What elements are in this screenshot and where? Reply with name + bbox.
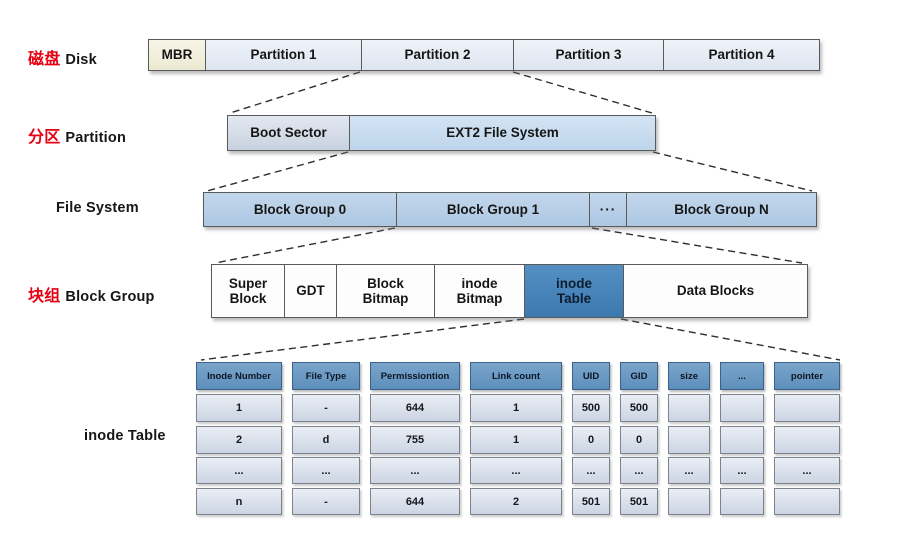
disk-bar: MBR Partition 1 Partition 2 Partition 3 …: [148, 39, 820, 71]
connector-line-disk-to-partition-right: [512, 71, 653, 114]
inode-table-row: n - 644 2 501 501: [196, 488, 840, 515]
inode-table-cell: [668, 488, 710, 515]
partition-bar: Boot Sector EXT2 File System: [227, 115, 656, 151]
inode-table-row: 2 d 755 1 0 0: [196, 426, 840, 454]
inode-table-cell: ...: [370, 457, 460, 484]
inode-table-cell: [774, 394, 840, 422]
partition-label-chinese: 分区: [28, 129, 61, 146]
inode-table-cell: ...: [668, 457, 710, 484]
inode-table-cell: 644: [370, 394, 460, 422]
connector-line-partition-to-fs-left: [206, 151, 349, 192]
disk-cell-partition4: Partition 4: [663, 40, 819, 70]
inode-table-cell: ...: [572, 457, 610, 484]
inode-table-header: File Type: [292, 362, 360, 390]
inode-table-cell: 501: [620, 488, 658, 515]
inode-table-cell: [668, 394, 710, 422]
inode-table-cell: 500: [572, 394, 610, 422]
inode-table-cell: d: [292, 426, 360, 454]
connector-line-disk-to-partition-left: [229, 71, 361, 114]
inode-table-header: Permissiontion: [370, 362, 460, 390]
inode-table-header: ...: [720, 362, 764, 390]
inode-table-cell: 2: [470, 488, 562, 515]
fs-cell-ellipsis: ···: [589, 193, 626, 226]
inode-table-cell: 644: [370, 488, 460, 515]
disk-cell-partition1: Partition 1: [205, 40, 361, 70]
inode-table-cell: 1: [196, 394, 282, 422]
inode-table-cell: ...: [720, 457, 764, 484]
inode-table-cell: ...: [292, 457, 360, 484]
partition-label-english: Partition: [65, 130, 127, 146]
inode-table-header: Inode Number: [196, 362, 282, 390]
file-system-row-label: File System: [56, 200, 139, 216]
inode-table-row: ... ... ... ... ... ... ... ... ...: [196, 457, 840, 484]
inode-table-cell: ...: [470, 457, 562, 484]
bg-cell-super-block: Super Block: [212, 265, 284, 317]
inode-table-cell: [720, 394, 764, 422]
disk-cell-mbr: MBR: [149, 40, 205, 70]
inode-table-cell: -: [292, 488, 360, 515]
inode-table-cell: 501: [572, 488, 610, 515]
inode-table-cell: ...: [774, 457, 840, 484]
connector-line-partition-to-fs-right: [652, 151, 813, 192]
inode-table-cell: [774, 488, 840, 515]
fs-cell-block-group-1: Block Group 1: [396, 193, 589, 226]
block-group-label-english: Block Group: [65, 289, 155, 305]
bg-cell-block-bitmap: Block Bitmap: [336, 265, 434, 317]
disk-cell-partition2: Partition 2: [361, 40, 513, 70]
connector-line-fs-to-blockgroup-right: [591, 227, 803, 264]
fs-cell-block-group-n: Block Group N: [626, 193, 816, 226]
disk-label-chinese: 磁盘: [28, 51, 61, 68]
inode-table-row-label: inode Table: [84, 428, 166, 444]
inode-table-cell: [720, 488, 764, 515]
inode-table-cell: ...: [196, 457, 282, 484]
inode-table-cell: 1: [470, 394, 562, 422]
inode-table-cell: 0: [620, 426, 658, 454]
bg-cell-data-blocks: Data Blocks: [623, 265, 807, 317]
inode-table-header: UID: [572, 362, 610, 390]
fs-cell-block-group-0: Block Group 0: [204, 193, 396, 226]
inode-table-cell: 755: [370, 426, 460, 454]
partition-cell-ext2: EXT2 File System: [349, 116, 655, 150]
inode-table-cell: 2: [196, 426, 282, 454]
block-group-bar: Super Block GDT Block Bitmap inode Bitma…: [211, 264, 808, 318]
connector-line-blockgroup-to-table-right: [620, 318, 841, 361]
partition-cell-boot-sector: Boot Sector: [228, 116, 349, 150]
disk-cell-partition3: Partition 3: [513, 40, 663, 70]
inode-table-header: GID: [620, 362, 658, 390]
bg-cell-gdt: GDT: [284, 265, 336, 317]
inode-table-cell: [668, 426, 710, 454]
file-system-bar: Block Group 0 Block Group 1 ··· Block Gr…: [203, 192, 817, 227]
inode-table-header: Link count: [470, 362, 562, 390]
inode-table-cell: n: [196, 488, 282, 515]
inode-table-header: size: [668, 362, 710, 390]
connector-line-fs-to-blockgroup-left: [214, 227, 396, 264]
inode-table-header-row: Inode Number File Type Permissiontion Li…: [196, 362, 840, 390]
disk-label-english: Disk: [65, 52, 97, 68]
inode-table-cell: -: [292, 394, 360, 422]
connector-line-blockgroup-to-table-left: [200, 318, 525, 361]
inode-table-row: 1 - 644 1 500 500: [196, 394, 840, 422]
inode-table-cell: ...: [620, 457, 658, 484]
inode-table-cell: [720, 426, 764, 454]
inode-table-cell: [774, 426, 840, 454]
inode-table-cell: 1: [470, 426, 562, 454]
bg-cell-inode-bitmap: inode Bitmap: [434, 265, 524, 317]
block-group-label-chinese: 块组: [28, 288, 61, 305]
bg-cell-inode-table: inode Table: [524, 265, 623, 317]
inode-table-header: pointer: [774, 362, 840, 390]
inode-table-cell: 0: [572, 426, 610, 454]
inode-table-cell: 500: [620, 394, 658, 422]
